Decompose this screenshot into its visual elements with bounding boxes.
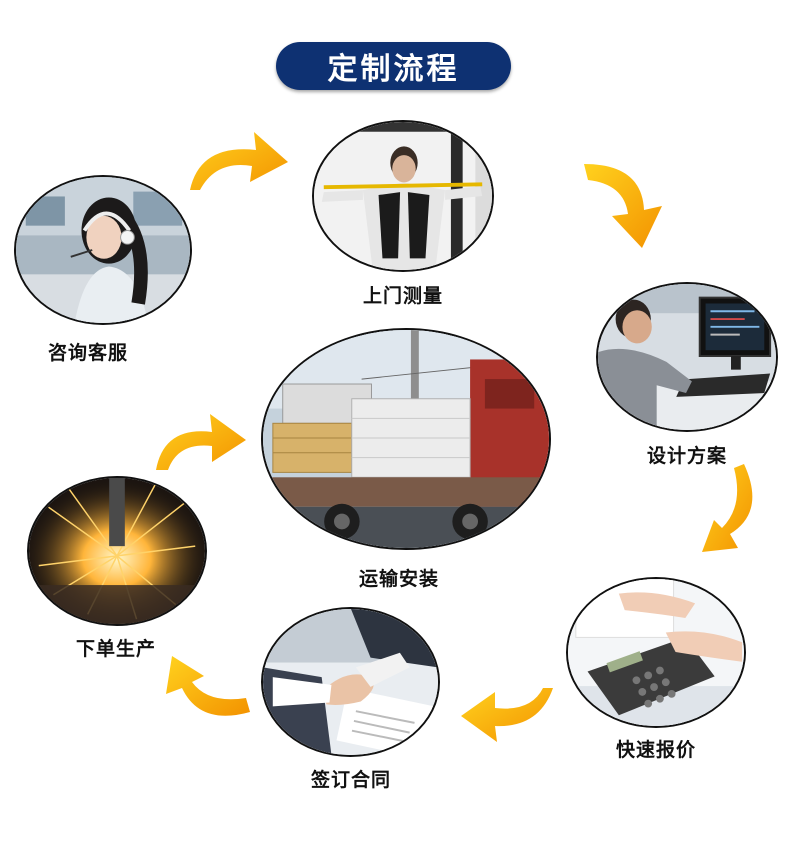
quote-photo	[566, 577, 746, 728]
step-label-contract: 签订合同	[310, 769, 391, 791]
measure-photo	[312, 120, 494, 272]
install-photo	[261, 328, 551, 550]
produce-photo	[27, 476, 207, 626]
page-title: 定制流程	[276, 42, 511, 90]
step-label-produce: 下单生产	[75, 638, 156, 660]
step-label-consult: 咨询客服	[47, 342, 128, 364]
arrow-produce-to-install-icon	[152, 408, 248, 474]
step-label-measure: 上门测量	[362, 285, 443, 307]
step-label-install: 运输安装	[358, 568, 439, 590]
arrow-design-to-quote-icon	[700, 462, 762, 558]
arrow-consult-to-measure-icon	[186, 124, 291, 194]
step-label-design: 设计方案	[646, 445, 727, 467]
contract-photo	[261, 607, 440, 757]
arrow-measure-to-design-icon	[582, 158, 677, 250]
step-label-quote: 快速报价	[615, 739, 696, 761]
arrow-quote-to-contract-icon	[459, 684, 555, 744]
consult-photo	[14, 175, 192, 325]
design-photo	[596, 282, 778, 432]
arrow-contract-to-produce-icon	[156, 654, 252, 720]
